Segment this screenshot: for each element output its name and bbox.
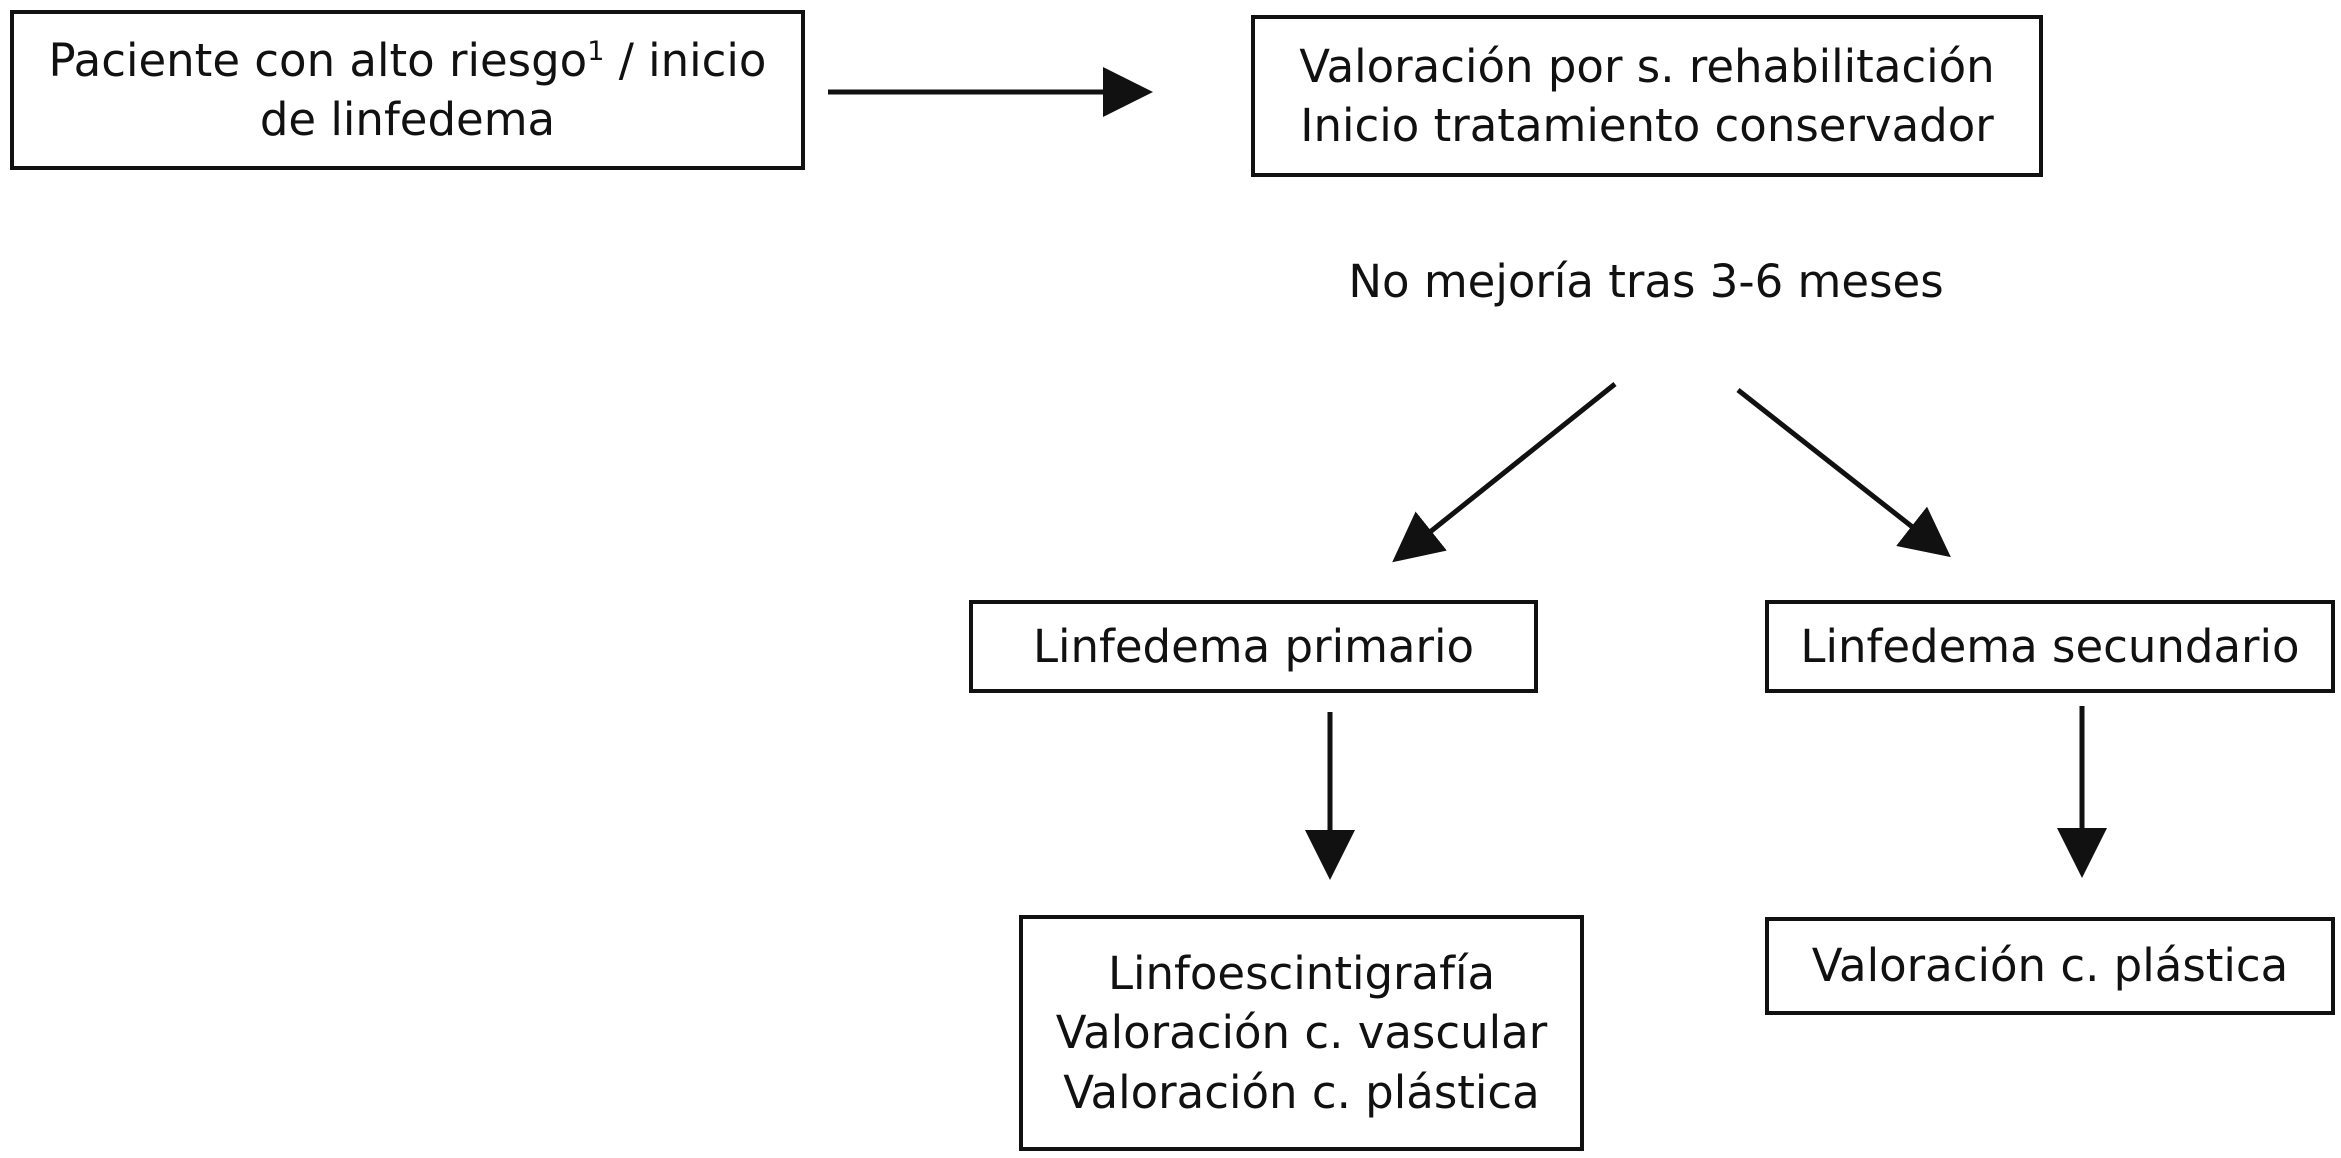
- primary-actions-line-1: Linfoescintigrafía: [1107, 946, 1496, 1000]
- primary-box: Linfedema primario: [969, 600, 1538, 693]
- rehab-line-1: Valoración por s. rehabilitación: [1299, 39, 1995, 93]
- primary-actions-line-3: Valoración c. plástica: [1063, 1065, 1540, 1119]
- secondary-box: Linfedema secundario: [1765, 600, 2335, 693]
- secondary-actions-box: Valoración c. plástica: [1765, 917, 2335, 1015]
- patient-box: Paciente con alto riesgo1 / inicio de li…: [10, 10, 805, 170]
- rehab-line-2: Inicio tratamiento conservador: [1300, 99, 1994, 152]
- secondary-label: Linfedema secundario: [1800, 619, 2300, 673]
- primary-actions-box: Linfoescintigrafía Valoración c. vascula…: [1019, 915, 1584, 1151]
- primary-actions-line-2: Valoración c. vascular: [1055, 1006, 1548, 1060]
- secondary-actions-label: Valoración c. plástica: [1811, 939, 2289, 993]
- patient-line-1: Paciente con alto riesgo1 / inicio: [48, 33, 767, 87]
- primary-label: Linfedema primario: [1032, 619, 1475, 673]
- patient-line-2: de linfedema: [259, 93, 556, 146]
- arrow-condition-to-secondary: [1736, 388, 1951, 558]
- arrow-condition-to-primary: [1392, 382, 1617, 563]
- rehab-box: Valoración por s. rehabilitación Inicio …: [1251, 15, 2043, 177]
- condition-label: No mejoría tras 3-6 meses: [1348, 255, 1944, 308]
